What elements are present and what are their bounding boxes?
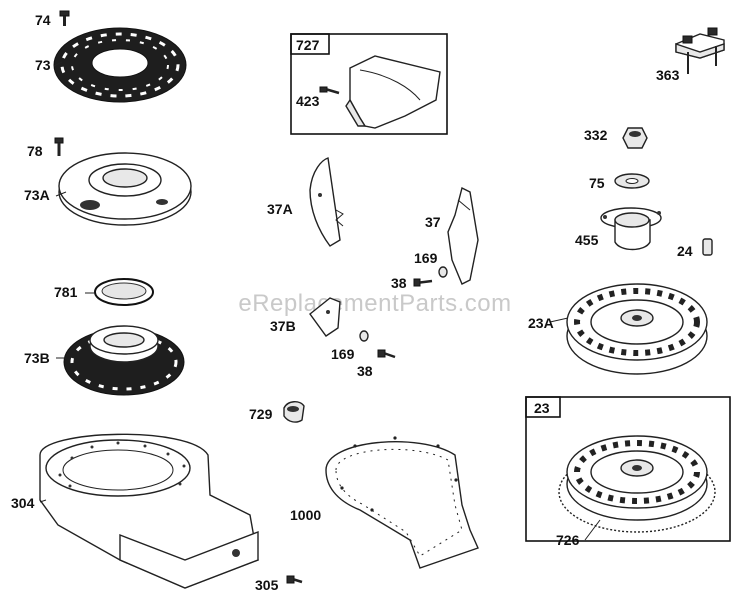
label-24: 24: [677, 243, 693, 259]
frame-23: [525, 396, 731, 542]
part-332-nut[interactable]: [622, 127, 648, 149]
part-23a-flywheel[interactable]: [566, 283, 708, 375]
part-363-terminal[interactable]: [675, 27, 725, 74]
label-78: 78: [27, 143, 43, 159]
label-75: 75: [589, 175, 605, 191]
label-455: 455: [575, 232, 599, 248]
part-38-screw-upper[interactable]: [413, 278, 433, 287]
leader-lines: [39, 61, 601, 541]
label-305: 305: [255, 577, 279, 593]
label-169-lower: 169: [331, 346, 355, 362]
part-37-deflector[interactable]: [447, 186, 479, 285]
label-332: 332: [584, 127, 608, 143]
label-726: 726: [556, 532, 580, 548]
frame-727: [290, 33, 448, 135]
part-73-screen[interactable]: [53, 27, 187, 103]
watermark: eReplacementParts.com: [238, 290, 511, 317]
part-37b-bracket[interactable]: [309, 297, 341, 337]
label-73a: 73A: [24, 187, 50, 203]
label-38-lower: 38: [357, 363, 373, 379]
part-726-flywheel[interactable]: [558, 435, 716, 533]
part-781-seal[interactable]: [94, 278, 154, 306]
part-24-key[interactable]: [702, 238, 713, 256]
part-305-screw[interactable]: [286, 575, 303, 584]
label-169-upper: 169: [414, 250, 438, 266]
frame-23-label: 23: [534, 400, 550, 416]
part-423-screw[interactable]: [319, 86, 340, 95]
label-423: 423: [296, 93, 320, 109]
label-73b: 73B: [24, 350, 50, 366]
part-73a-cover[interactable]: [58, 152, 192, 226]
label-23a: 23A: [528, 315, 554, 331]
frame-727-label: 727: [296, 37, 320, 53]
part-37a-plate[interactable]: [309, 157, 344, 247]
part-78-screw[interactable]: [54, 137, 64, 156]
part-73b-screen[interactable]: [63, 325, 185, 396]
part-729-grommet[interactable]: [283, 401, 305, 423]
part-169-nut-lower[interactable]: [359, 330, 369, 342]
label-37b: 37B: [270, 318, 296, 334]
part-74-screw[interactable]: [59, 10, 70, 26]
label-38-upper: 38: [391, 275, 407, 291]
part-304-blower-housing[interactable]: [39, 433, 259, 589]
label-73: 73: [35, 57, 51, 73]
label-1000: 1000: [290, 507, 321, 523]
part-169-nut-upper[interactable]: [438, 266, 448, 278]
part-727-baffle[interactable]: [345, 55, 441, 129]
label-781: 781: [54, 284, 78, 300]
label-74: 74: [35, 12, 51, 28]
part-455-cup[interactable]: [600, 207, 662, 251]
label-37a: 37A: [267, 201, 293, 217]
part-75-washer[interactable]: [614, 173, 650, 189]
label-304: 304: [11, 495, 35, 511]
part-1000-gasket[interactable]: [325, 436, 479, 569]
label-37: 37: [425, 214, 441, 230]
label-729: 729: [249, 406, 273, 422]
label-363: 363: [656, 67, 680, 83]
part-38-screw-lower[interactable]: [377, 349, 396, 359]
